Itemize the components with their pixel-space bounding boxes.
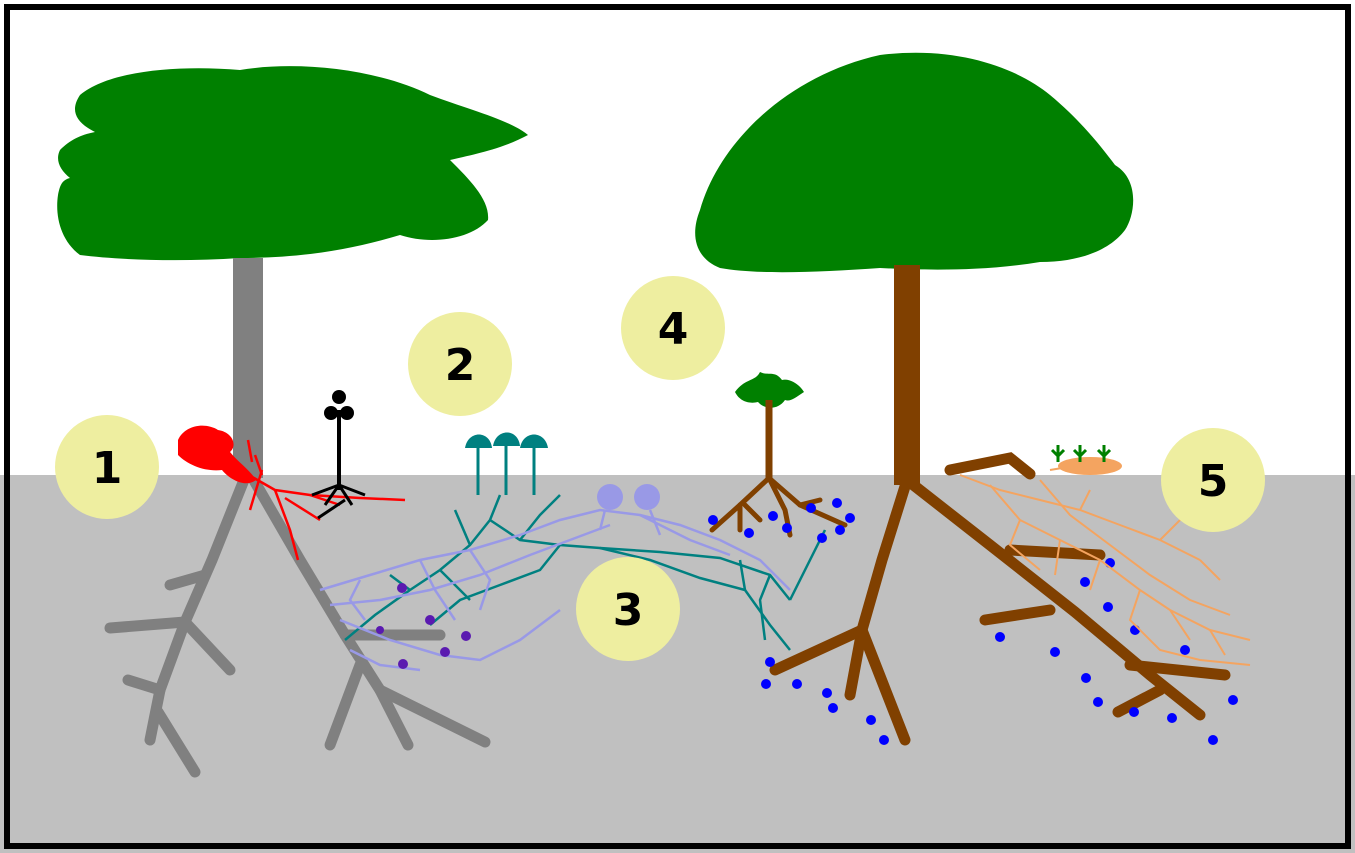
teal-mushroom-caps xyxy=(465,433,548,449)
marker-3-label: 3 xyxy=(613,585,644,636)
marker-4-label: 4 xyxy=(658,304,689,355)
marker-2: 2 xyxy=(408,312,512,416)
right-tree-trunk xyxy=(894,265,920,485)
marker-5-label: 5 xyxy=(1198,456,1229,507)
marker-2-label: 2 xyxy=(445,340,476,391)
marker-5: 5 xyxy=(1161,428,1265,532)
marker-3: 3 xyxy=(576,557,680,661)
marker-1: 1 xyxy=(55,415,159,519)
marker-4: 4 xyxy=(621,276,725,380)
marker-1-label: 1 xyxy=(92,443,123,494)
